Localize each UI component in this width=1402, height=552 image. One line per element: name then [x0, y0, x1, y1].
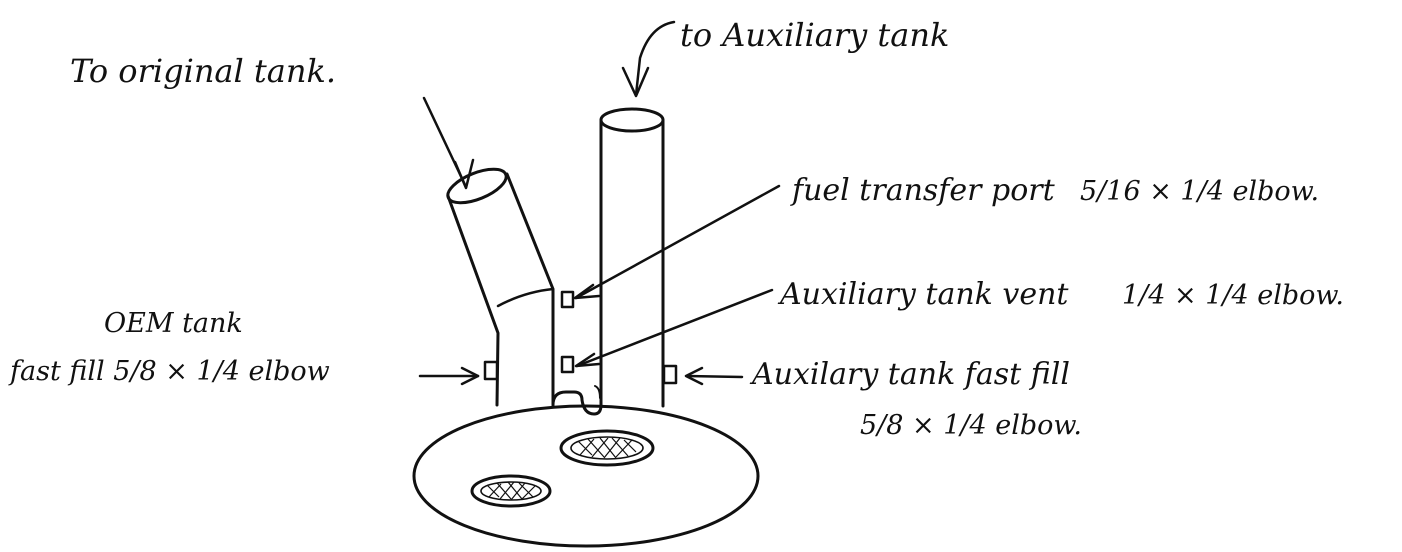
arrow-fuel-transfer-port — [573, 184, 781, 300]
original-tank-pipe — [446, 167, 555, 407]
screen-opening-right — [559, 429, 655, 467]
label-aux-tank-vent-size: 1/4 × 1/4 elbow. — [1122, 280, 1344, 311]
label-to-original-tank: To original tank. — [70, 52, 336, 90]
oem-fast-fill-port — [483, 360, 499, 381]
screen-opening-left — [470, 474, 552, 508]
label-aux-fast-fill: Auxilary tank fast fill — [749, 357, 1070, 392]
aux-fast-fill-port — [662, 364, 678, 385]
label-aux-fast-fill-size: 5/8 × 1/4 elbow. — [860, 410, 1082, 441]
label-fuel-transfer-port: fuel transfer port — [790, 173, 1056, 208]
arrow-aux-fast-fill — [684, 366, 744, 386]
auxiliary-tank-pipe — [551, 107, 665, 416]
label-oem-fast-fill: fast fill 5/8 × 1/4 elbow — [8, 356, 330, 387]
label-oem-tank: OEM tank — [104, 308, 243, 339]
label-aux-tank-vent: Auxiliary tank vent — [777, 277, 1069, 312]
label-fuel-transfer-size: 5/16 × 1/4 elbow. — [1080, 176, 1319, 207]
arrow-to-auxiliary-tank — [621, 20, 676, 98]
arrow-oem-fast-fill — [418, 366, 480, 386]
fuel-transfer-port — [560, 290, 575, 309]
arrow-aux-tank-vent — [574, 288, 774, 368]
aux-tank-vent-port — [560, 355, 575, 374]
tank-base-oval — [412, 404, 760, 548]
arrow-to-original-tank — [422, 96, 475, 190]
label-to-auxiliary-tank: to Auxiliary tank — [680, 16, 949, 54]
